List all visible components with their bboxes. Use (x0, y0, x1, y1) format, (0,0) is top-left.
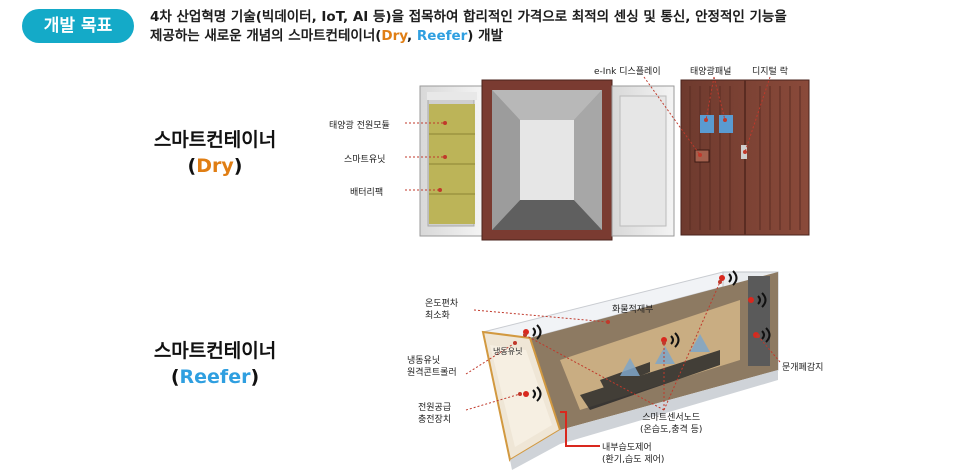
label-temp-deviation-2: 최소화 (425, 311, 450, 321)
reefer-title-type: (Reefer) (140, 364, 290, 390)
label-digital-lock: 디지털 락 (752, 67, 788, 77)
dry-title-type: (Dry) (140, 153, 290, 179)
reefer-leader-lines (465, 280, 781, 411)
digital-lock (741, 145, 747, 159)
label-inner-control: 내부습도제어 (환기,습도 제어) (602, 442, 664, 466)
label-smart-unit: 스마트유닛 (344, 155, 386, 165)
goal-sep: , (407, 28, 417, 44)
label-battery: 배터리팩 (350, 188, 384, 198)
goal-text: 4차 산업혁명 기술(빅데이터, IoT, AI 등)을 접목하여 합리적인 가… (150, 8, 940, 46)
reefer-type-label: Reefer (179, 366, 251, 388)
reefer-title: 스마트컨테이너 (Reefer) (140, 338, 290, 390)
label-cargo: 화물적재부 (612, 305, 654, 315)
reefer-title-main: 스마트컨테이너 (153, 340, 277, 362)
solar-panel-left (700, 115, 714, 133)
dry-leader-lines (405, 76, 771, 192)
solar-panel-right (719, 115, 733, 133)
dry-left-door (419, 85, 483, 237)
goal-line-2-prefix: 제공하는 새로운 개념의 스마트컨테이너( (150, 28, 382, 44)
label-temp-deviation-1: 온도편차 (425, 299, 459, 309)
label-eink: e-Ink 디스플레이 (594, 67, 661, 77)
airflow-arrows (620, 334, 710, 376)
dry-closed-container (680, 79, 810, 236)
label-inner-control-2: (환기,습도 제어) (602, 455, 665, 465)
label-reefer-unit-1: 냉동유닛 (407, 356, 441, 366)
reefer-paren-open: ( (170, 366, 180, 388)
label-sensor-node-1: 스마트센서노드 (642, 413, 701, 423)
label-inner-control-1: 내부습도제어 (602, 443, 652, 453)
label-reefer-unit-2: 원격콘트롤러 (407, 368, 457, 378)
dry-container-illustration (405, 76, 810, 241)
goal-line-1: 4차 산업혁명 기술(빅데이터, IoT, AI 등)을 접목하여 합리적인 가… (150, 9, 787, 25)
dry-right-door (611, 85, 675, 237)
reefer-container-illustration (465, 270, 781, 470)
dry-paren-close: ) (233, 155, 243, 177)
label-sensor-node: 스마트센서노드 (온습도,충격 등) (640, 412, 702, 436)
dry-paren-open: ( (187, 155, 197, 177)
reefer-paren-close: ) (250, 366, 260, 388)
dry-container-body (481, 79, 613, 241)
label-door-detect: 문개폐감지 (782, 363, 824, 373)
label-power-2: 충전장치 (418, 415, 452, 425)
dry-type-label: Dry (196, 155, 234, 177)
label-solar-module: 태양광 전원모듈 (329, 121, 390, 131)
label-sensor-node-2: (온습도,충격 등) (640, 425, 703, 435)
wireless-signal-icon (532, 270, 771, 402)
dry-title: 스마트컨테이너 (Dry) (140, 127, 290, 179)
dry-title-main: 스마트컨테이너 (153, 129, 277, 151)
goal-dry: Dry (381, 28, 408, 44)
label-power-1: 전원공급 (418, 403, 452, 413)
goal-badge: 개발 목표 (22, 9, 134, 43)
inner-control-line (560, 411, 600, 447)
label-reefer-unit-inner: 냉동유닛 (493, 347, 523, 356)
eink-display (694, 149, 710, 163)
label-solar-panel: 태양광패널 (690, 67, 732, 77)
goal-line-2-suffix: ) 개발 (467, 28, 504, 44)
goal-reefer: Reefer (416, 28, 468, 44)
goal-line-2: 제공하는 새로운 개념의 스마트컨테이너(Dry, Reefer) 개발 (150, 27, 940, 46)
